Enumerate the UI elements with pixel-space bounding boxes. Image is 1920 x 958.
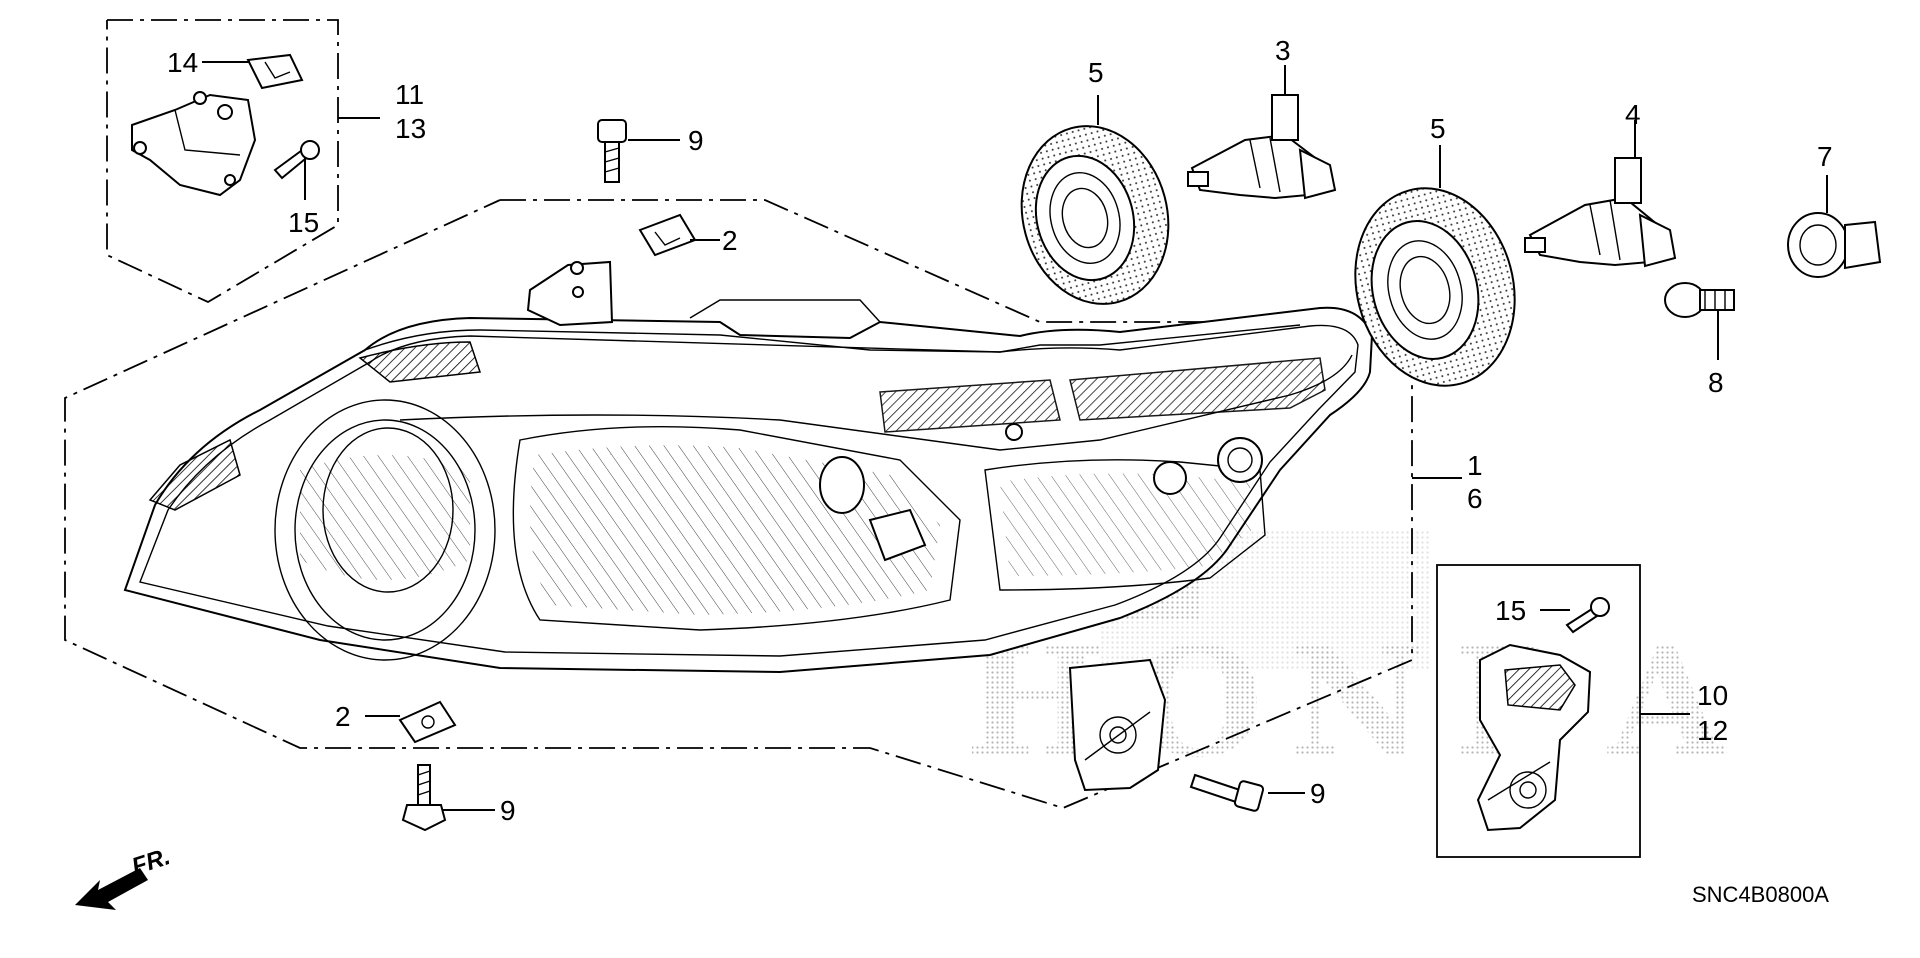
callout-7: 7 [1817,141,1833,172]
bracket-11-13 [131,91,257,197]
assembly-dash-outline [64,199,1413,809]
nut-clip-2-top [638,213,697,257]
housing-lower-bracket [1068,658,1167,792]
callout-8: 8 [1708,367,1724,398]
bolt-9-top [597,119,627,183]
callout-14: 14 [167,47,198,78]
svg-text:FR.: FR. [129,843,174,881]
headlight-housing [123,260,1374,674]
bulb-3 [1187,94,1337,200]
callout-9-top: 9 [688,125,704,156]
callout-13: 13 [395,113,426,144]
callouts: 14 11 13 15 9 2 5 3 5 4 7 8 1 6 15 10 12… [167,35,1833,907]
bolt-9-bottom-right [1189,773,1265,812]
seal-5-first [1020,125,1170,305]
clip-14 [246,53,304,90]
callout-11: 11 [395,79,424,110]
leader-lines [202,61,1828,811]
inset-box-upper-left [106,19,339,304]
callout-5-first: 5 [1088,57,1104,88]
nut-clip-2-bottom [398,700,457,744]
bulb-4 [1524,157,1677,268]
callout-9-bottom-left: 9 [500,795,516,826]
diagram-code: SNC4B0800A [1692,882,1829,907]
callout-12: 12 [1697,715,1728,746]
front-direction-arrow: FR. [75,843,174,910]
socket-7 [1787,212,1882,278]
seal-5-second [1354,187,1516,387]
bolt-9-bottom-left [401,764,447,832]
callout-6: 6 [1467,483,1483,514]
callout-4: 4 [1625,99,1641,130]
callout-1: 1 [1467,450,1483,481]
callout-5-second: 5 [1430,113,1446,144]
callout-15-upper: 15 [288,207,319,238]
bracket-10-12 [1476,643,1592,832]
callout-15-right: 15 [1495,595,1526,626]
screw-15-upper [273,140,320,180]
callout-2-top: 2 [722,225,738,256]
callout-9-bottom-right: 9 [1310,778,1326,809]
callout-2-bottom: 2 [335,701,351,732]
bulb-8 [1664,282,1735,318]
callout-10: 10 [1697,680,1728,711]
callout-3: 3 [1275,35,1291,66]
screw-15-right [1565,597,1610,634]
inset-box-lower-right [1436,564,1641,858]
